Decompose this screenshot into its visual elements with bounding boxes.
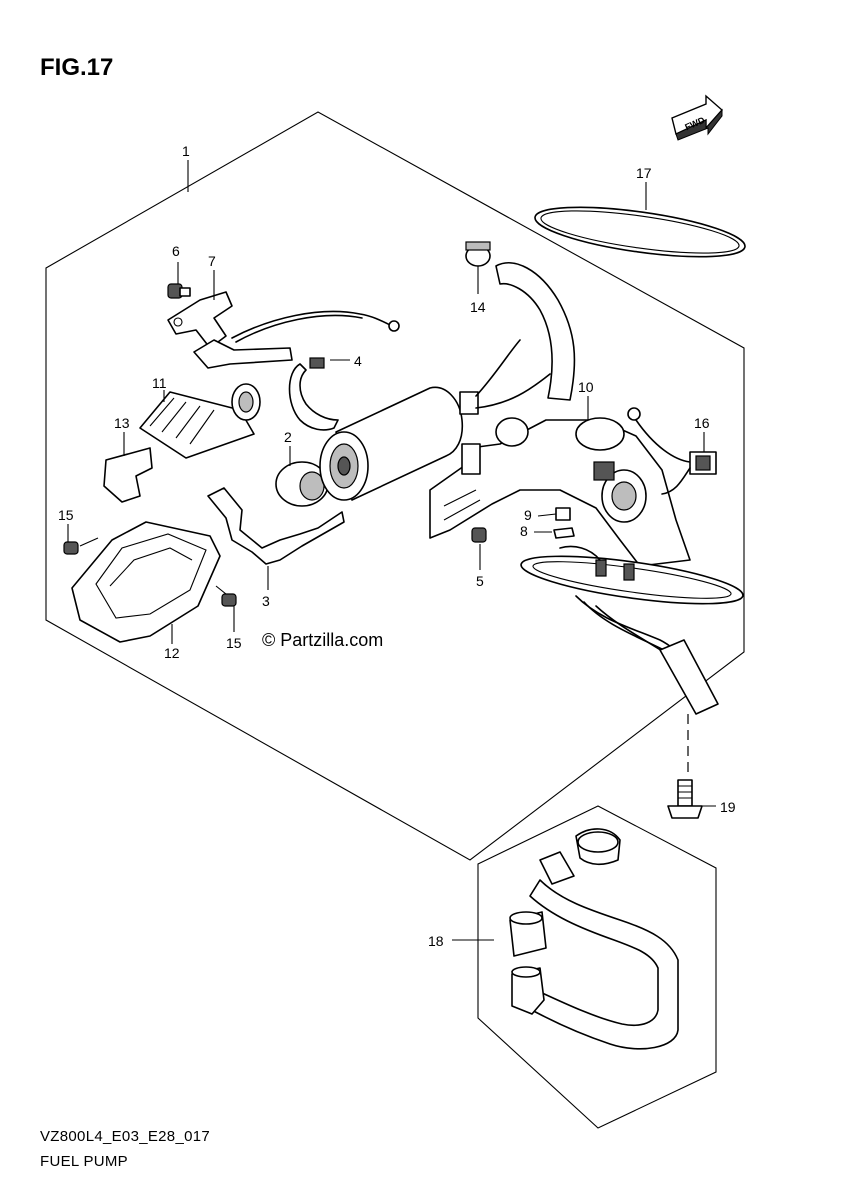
figure-code: VZ800L4_E03_E28_017 <box>40 1128 211 1145</box>
callout-18: 18 <box>428 933 444 949</box>
nut-9 <box>555 507 571 521</box>
leader-lines <box>67 160 716 941</box>
figure-name: FUEL PUMP <box>40 1153 128 1170</box>
callout-3: 3 <box>262 593 270 609</box>
screw-5 <box>471 527 487 543</box>
bolt-15-b <box>215 585 237 607</box>
callout-11: 11 <box>152 375 167 391</box>
callout-13: 13 <box>114 415 130 431</box>
callout-9: 9 <box>524 507 532 523</box>
assembly-outline <box>45 111 745 861</box>
bolt-6 <box>167 283 191 299</box>
callout-1: 1 <box>182 143 190 159</box>
washer-8 <box>553 527 575 539</box>
hose-clamp-14 <box>465 241 491 267</box>
callout-8: 8 <box>520 523 528 539</box>
bracket-3 <box>207 487 345 565</box>
wire-harness <box>575 595 719 715</box>
pump-motor <box>319 339 551 501</box>
callout-17: 17 <box>636 165 652 181</box>
callout-4: 4 <box>354 353 362 369</box>
cover-12 <box>71 521 221 643</box>
hose-kit-18 <box>509 828 679 1050</box>
callout-15-a: 15 <box>58 507 74 523</box>
callout-19: 19 <box>720 799 736 815</box>
callout-7: 7 <box>208 253 216 269</box>
filter-11 <box>139 383 261 459</box>
cushion-2 <box>275 461 329 507</box>
flange-plate <box>520 545 744 605</box>
figure-title: FIG.17 <box>40 54 114 81</box>
bolt-15-a <box>63 537 99 555</box>
callout-12: 12 <box>164 645 180 661</box>
callout-6: 6 <box>172 243 180 259</box>
callout-2: 2 <box>284 429 292 445</box>
callout-5: 5 <box>476 573 484 589</box>
clamp-band-4 <box>288 357 339 431</box>
hose-kit-outline <box>477 805 717 1129</box>
gasket-ring <box>534 206 746 258</box>
connector-16 <box>661 451 717 495</box>
fwd-arrow-icon: FWD <box>671 94 723 141</box>
pump-body-10 <box>429 407 691 567</box>
plate-13 <box>103 447 153 503</box>
callout-15-b: 15 <box>226 635 242 651</box>
callout-16: 16 <box>694 415 710 431</box>
watermark: © Partzilla.com <box>262 630 383 650</box>
fuel-hose <box>495 262 576 401</box>
callout-14: 14 <box>470 299 486 315</box>
bolt-19 <box>667 779 703 819</box>
callout-10: 10 <box>578 379 594 395</box>
wire-bracket-7 <box>167 291 400 369</box>
